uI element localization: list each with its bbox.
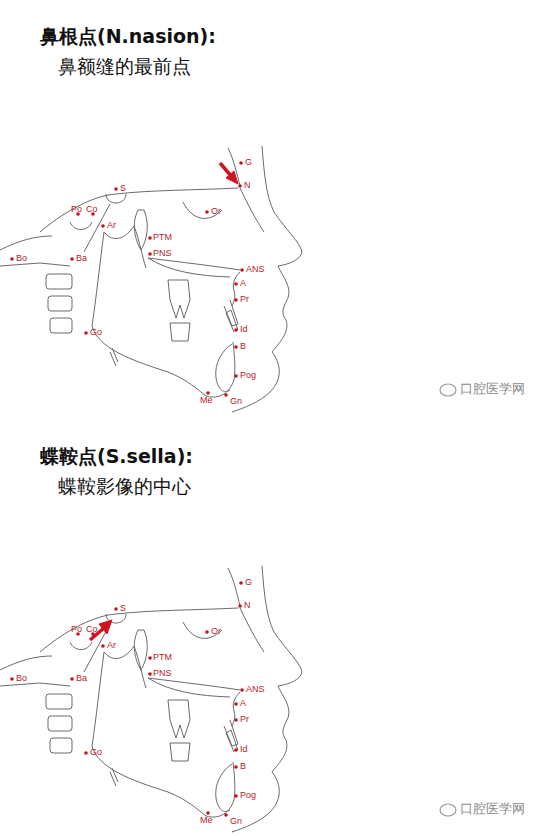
- landmark-label: A: [240, 699, 246, 709]
- landmark-dot: [114, 187, 118, 191]
- landmark-label: Pr: [240, 715, 249, 725]
- landmark-dot: [240, 688, 244, 692]
- landmark-label: Me: [200, 396, 213, 406]
- landmark-label: N: [244, 601, 251, 611]
- landmark-label: Gn: [230, 817, 242, 827]
- landmark-dot: [148, 252, 152, 256]
- landmark-label: PTM: [153, 653, 172, 663]
- landmark-label: Pr: [240, 295, 249, 305]
- arrow-head: [226, 171, 238, 184]
- landmark-label: Co: [86, 625, 98, 635]
- landmark-dot: [206, 811, 210, 815]
- landmark-label: Ba: [76, 254, 87, 264]
- landmark-label: ANS: [246, 265, 265, 275]
- panel-subheading: 蝶鞍影像的中心: [58, 476, 191, 497]
- landmark-label: PNS: [153, 249, 172, 259]
- landmark-label: Pog: [240, 371, 256, 381]
- landmark-label: Me: [200, 816, 213, 826]
- landmark-dot: [234, 298, 238, 302]
- landmark-dot: [234, 328, 238, 332]
- landmark-dot: [84, 751, 88, 755]
- panel-heading: 鼻根点(N.nasion):: [40, 26, 216, 47]
- landmark-dot: [238, 184, 242, 188]
- landmark-dot: [234, 374, 238, 378]
- landmark-label: Bo: [16, 674, 27, 684]
- landmark-dot: [114, 607, 118, 611]
- landmark-dot: [238, 604, 242, 608]
- chat-icon: [440, 804, 456, 816]
- landmark-label: Or: [211, 627, 221, 637]
- landmark-dot: [234, 345, 238, 349]
- landmark-label: Go: [90, 328, 102, 338]
- landmark-dot: [234, 282, 238, 286]
- landmark-dot: [239, 581, 243, 585]
- landmark-dot: [101, 224, 105, 228]
- landmark-label: S: [120, 184, 126, 194]
- landmark-label: Co: [86, 205, 98, 215]
- watermark: 口腔医学网: [460, 802, 525, 816]
- landmark-label: A: [240, 279, 246, 289]
- landmark-label: Ar: [107, 641, 116, 651]
- pointer-arrow: [90, 163, 238, 640]
- landmark-label: G: [245, 158, 252, 168]
- watermark: 口腔医学网: [460, 382, 525, 396]
- landmark-label: ANS: [246, 685, 265, 695]
- landmark-label: Ba: [76, 674, 87, 684]
- landmark-dot: [224, 393, 228, 397]
- landmark-dot: [70, 257, 74, 261]
- landmark-dot: [205, 210, 209, 214]
- landmark-dot: [101, 644, 105, 648]
- panel-subheading: 鼻额缝的最前点: [58, 56, 191, 77]
- landmark-label: Gn: [230, 397, 242, 407]
- landmark-label: N: [244, 181, 251, 191]
- landmark-dot: [148, 236, 152, 240]
- chat-icon: [440, 384, 456, 396]
- landmark-dot: [234, 702, 238, 706]
- landmark-label: B: [240, 342, 246, 352]
- landmark-label: Id: [240, 325, 248, 335]
- landmark-dot: [10, 677, 14, 681]
- landmark-label: Or: [211, 207, 221, 217]
- landmark-dot: [234, 718, 238, 722]
- landmark-dot: [234, 794, 238, 798]
- landmark-label: PNS: [153, 669, 172, 679]
- landmark-dot: [148, 672, 152, 676]
- landmark-label: Pog: [240, 791, 256, 801]
- landmark-label: Po: [71, 625, 82, 635]
- landmark-dot: [206, 391, 210, 395]
- landmark-label: Id: [240, 745, 248, 755]
- landmark-label: PTM: [153, 233, 172, 243]
- landmark-label: B: [240, 762, 246, 772]
- skull-tracing: [0, 146, 302, 412]
- landmark-label: G: [245, 578, 252, 588]
- landmark-dot: [240, 268, 244, 272]
- landmark-dot: [70, 677, 74, 681]
- landmark-dot: [234, 765, 238, 769]
- landmark-dots: [10, 161, 244, 817]
- arrow-head: [99, 620, 112, 634]
- landmark-label: S: [120, 604, 126, 614]
- landmark-label: Ar: [107, 221, 116, 231]
- skull-tracing: [0, 566, 302, 832]
- landmark-dot: [148, 656, 152, 660]
- panel-heading: 蝶鞍点(S.sella):: [40, 446, 193, 467]
- watermark-icon: [440, 384, 456, 816]
- landmark-dot: [205, 630, 209, 634]
- landmark-label: Bo: [16, 254, 27, 264]
- landmark-dot: [84, 331, 88, 335]
- landmark-dot: [10, 257, 14, 261]
- landmark-label: Go: [90, 748, 102, 758]
- landmark-dot: [224, 813, 228, 817]
- landmark-dot: [239, 161, 243, 165]
- landmark-label: Po: [71, 205, 82, 215]
- landmark-dot: [234, 748, 238, 752]
